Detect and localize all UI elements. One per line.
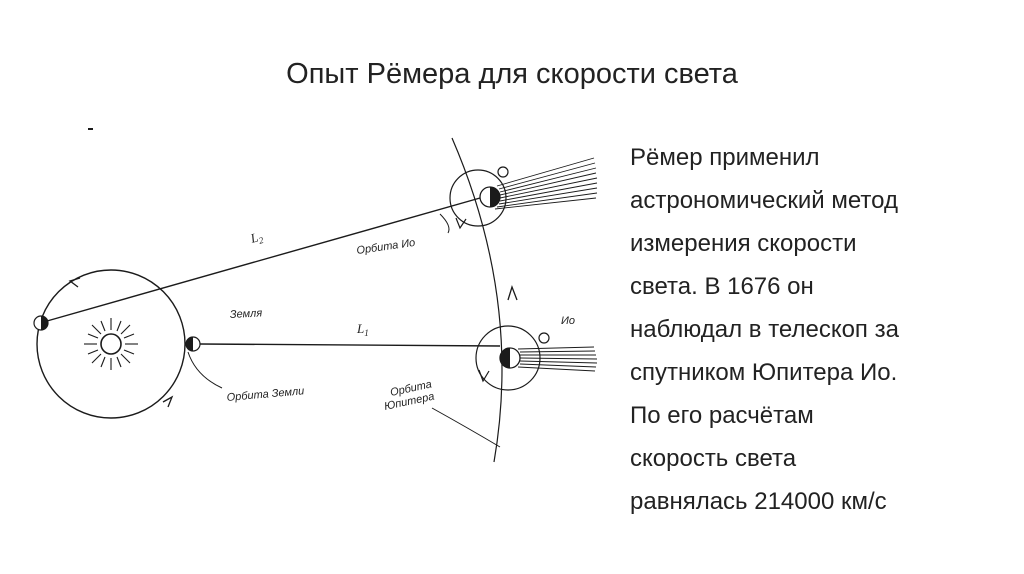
io-bottom-icon (539, 333, 549, 343)
jupiter-orbit-arrow (508, 287, 517, 300)
jupiter-bottom-shadow (518, 347, 597, 371)
label-io-orbit: Орбита Ио (356, 237, 416, 257)
line-l2 (47, 198, 480, 321)
label-earth-orbit: Орбита Земли (226, 385, 305, 404)
label-l1: L1 (356, 321, 369, 338)
label-earth: Земля (230, 307, 263, 321)
earth-orbit-arrow-top (70, 278, 80, 287)
jupiter-top-icon (480, 185, 502, 209)
earth-left-icon (34, 316, 48, 330)
io-orbit-bottom-arrow (479, 370, 489, 381)
earth-orbit-leader (188, 352, 222, 388)
io-orbit-leader (440, 214, 449, 233)
jupiter-orbit (452, 138, 502, 462)
io-top-icon (498, 167, 508, 177)
line-l1 (200, 344, 500, 346)
jupiter-top-shadow (495, 158, 597, 209)
label-io: Ио (561, 315, 575, 327)
earth-right-icon (186, 337, 200, 351)
sun-icon (84, 318, 138, 370)
jupiter-orbit-leader (432, 408, 500, 447)
earth-orbit-arrow-bottom (163, 397, 172, 407)
label-l2: L2 (248, 228, 265, 248)
earth-orbit (37, 270, 185, 418)
